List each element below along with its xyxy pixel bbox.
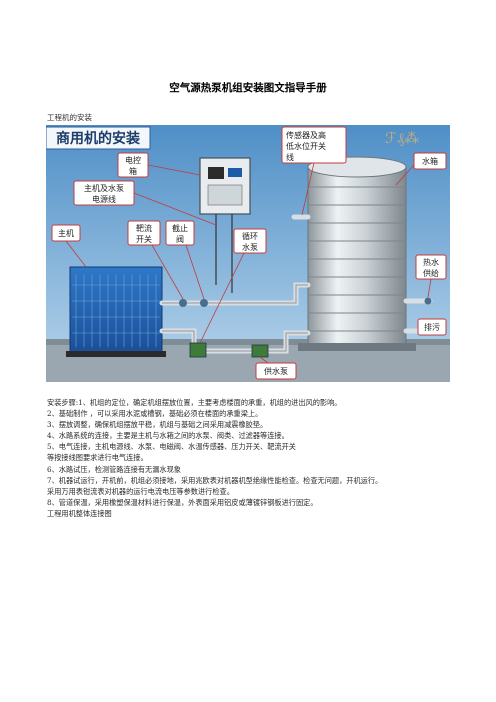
label-circulation-pump: 循环 水泵 bbox=[199, 228, 267, 344]
svg-text:电控: 电控 bbox=[125, 155, 141, 165]
svg-text:水箱: 水箱 bbox=[422, 156, 438, 166]
svg-text:供给: 供给 bbox=[423, 268, 439, 278]
svg-text:主机: 主机 bbox=[58, 228, 74, 238]
step-line: 7、机器试运行，开机前，机组必须接地，采用兆欧表对机器机型绝缘性能检查。检查无问… bbox=[47, 475, 383, 485]
svg-text:开关: 开关 bbox=[136, 234, 152, 244]
figure-caption: 工程用机整体连接图 bbox=[47, 508, 112, 518]
banner-box bbox=[46, 126, 151, 150]
label-drain: 排污 bbox=[417, 318, 447, 336]
step-line: 4、水路系统的连接，主要是主机与水箱之间的水泵、阀类、过滤器等连接。 bbox=[47, 431, 289, 441]
step-line: 5、电气连接，主机电源线、水泵、电磁阀、水温传感器、压力开关、靶流开关 bbox=[47, 442, 296, 452]
svg-text:传感器及高: 传感器及高 bbox=[286, 130, 326, 140]
step-line: 采用万用表钳流表对机器的运行电流电压等参数进行检查。 bbox=[47, 486, 234, 496]
label-supply-pump: 供水泵 bbox=[255, 356, 297, 380]
water-tank-shape bbox=[307, 166, 407, 346]
step-line: 等按接线图要求进行电气连接。 bbox=[47, 453, 148, 463]
label-flow-switch: 靶流 开关 bbox=[127, 220, 184, 300]
banner-text: 商用机的安装 bbox=[56, 130, 141, 147]
installation-figure: 商用机的安装 ℱ₰⁂ bbox=[46, 125, 450, 382]
svg-text:低水位开关: 低水位开关 bbox=[286, 141, 326, 151]
label-power-line: 主机及水泵 电源线 bbox=[73, 180, 217, 226]
label-tank: 水箱 bbox=[395, 152, 447, 186]
step-line: 3、摆放调整，确保机组摆放平稳，机组与基础之间采用减震橡胶垫。 bbox=[47, 420, 268, 430]
svg-text:循环: 循环 bbox=[242, 231, 258, 241]
svg-text:水泵: 水泵 bbox=[242, 242, 258, 252]
svg-text:供水泵: 供水泵 bbox=[264, 366, 288, 376]
section-heading: 工程机的安装 bbox=[47, 113, 92, 122]
svg-text:线: 线 bbox=[286, 152, 294, 162]
step-line: 安装步骤:1、机组的定位，确定机组摆放位置，主要考虑楼面的承重，机组的进出风的影… bbox=[47, 398, 342, 407]
svg-text:热水: 热水 bbox=[423, 257, 439, 267]
label-sensor: 传感器及高 低水位开关 线 bbox=[281, 126, 347, 216]
label-stop-valve: 截止 阀 bbox=[165, 220, 205, 300]
installation-steps: 安装步骤:1、机组的定位，确定机组摆放位置，主要考虑楼面的承重，机组的进出风的影… bbox=[47, 397, 467, 519]
page-title: 空气源热泵机组安装图文指导手册 bbox=[169, 82, 327, 94]
flow-switch-shape bbox=[179, 299, 187, 307]
label-main-unit: 主机 bbox=[51, 224, 87, 268]
svg-text:主机及水泵: 主机及水泵 bbox=[84, 183, 124, 193]
label-hot-water: 热水 供给 bbox=[415, 254, 447, 298]
svg-text:排污: 排污 bbox=[424, 322, 440, 332]
label-control-box: 电控 箱 bbox=[117, 152, 201, 178]
svg-text:阀: 阀 bbox=[176, 235, 184, 244]
installation-diagram: 商用机的安装 ℱ₰⁂ bbox=[46, 125, 450, 382]
svg-text:靶流: 靶流 bbox=[136, 223, 152, 233]
circulation-pump-shape bbox=[189, 342, 207, 358]
watermark-logo: ℱ₰⁂ bbox=[385, 129, 419, 147]
svg-text:截止: 截止 bbox=[172, 223, 188, 233]
step-line: 2、基础制作 ，可以采用水泥或槽钢，基础必须在楼面的承重梁上。 bbox=[47, 409, 263, 419]
stop-valve-shape bbox=[200, 299, 208, 307]
svg-text:电源线: 电源线 bbox=[92, 194, 116, 204]
step-line: 6、水路试压，检测管路连接有无漏水现象 bbox=[47, 464, 181, 474]
svg-text:箱: 箱 bbox=[129, 166, 137, 176]
supply-pump-shape bbox=[251, 344, 269, 358]
step-line: 8、管道保温，采用橡塑保温材料进行保温，外表面采用铝皮或薄镀锌钢板进行固定。 bbox=[47, 497, 318, 507]
